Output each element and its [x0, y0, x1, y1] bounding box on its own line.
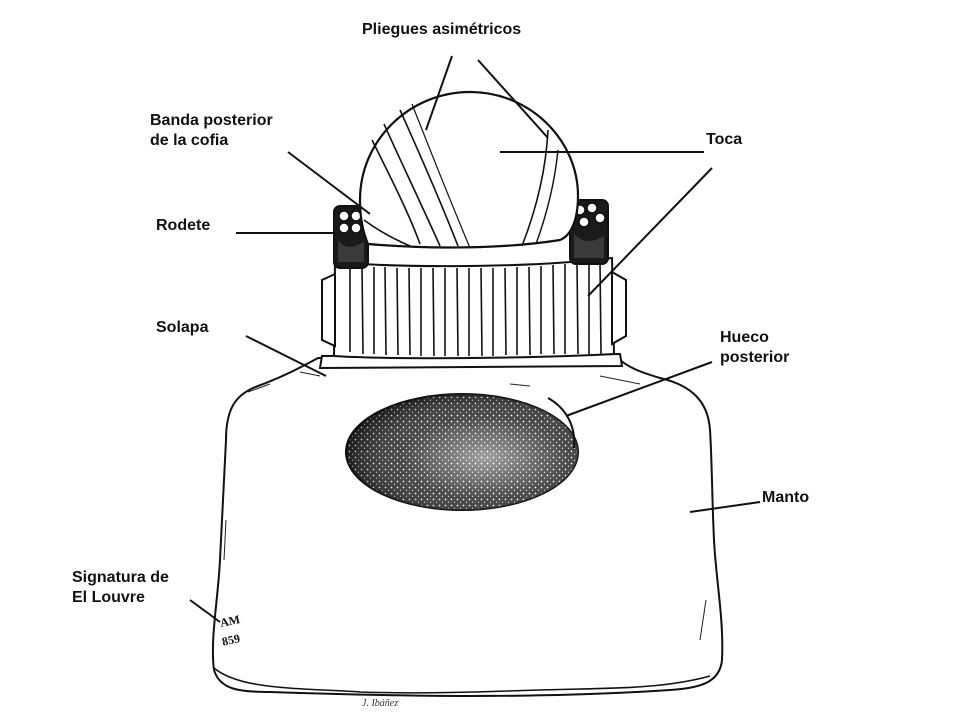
leader-toca-right [587, 167, 713, 297]
mantle-bottom-edge [213, 667, 711, 694]
cap-dome [358, 90, 580, 249]
label-rear-cavity: Hueco posterior [720, 328, 789, 368]
label-rear-cap-band: Banda posterior de la cofia [150, 111, 273, 151]
label-asymmetric-folds: Pliegues asimétricos [362, 21, 522, 38]
label-rear-cavity-line2: posterior [720, 349, 790, 366]
label-louvre-signature-line2: El Louvre [72, 589, 145, 606]
leader-signatura [189, 599, 221, 623]
mantle-texture [223, 371, 707, 641]
leader-solapa [245, 335, 327, 377]
label-collar: Solapa [156, 319, 209, 336]
veil-band [321, 256, 627, 360]
leader-manto [689, 501, 761, 513]
label-veil: Toca [706, 131, 743, 148]
leader-banda [287, 151, 371, 215]
leader-lines [189, 55, 761, 623]
padding-roll-left [333, 205, 369, 269]
leader-hueco [565, 361, 713, 417]
leader-pliegues-right [477, 59, 549, 139]
label-mantle: Manto [762, 489, 810, 506]
label-rear-cap-band-line1: Banda posterior [150, 112, 273, 129]
leader-pliegues-left [425, 55, 453, 131]
label-padding-roll: Rodete [156, 217, 211, 234]
label-rear-cavity-line1: Hueco [720, 329, 769, 346]
label-louvre-signature-line1: Signatura de [72, 569, 169, 586]
mantle-shape [211, 356, 724, 698]
rear-cavity [345, 393, 579, 511]
label-louvre-signature: Signatura de El Louvre [72, 568, 169, 608]
label-rear-cap-band-line2: de la cofia [150, 132, 229, 149]
artist-signature: J. Ibáñez [362, 698, 399, 709]
